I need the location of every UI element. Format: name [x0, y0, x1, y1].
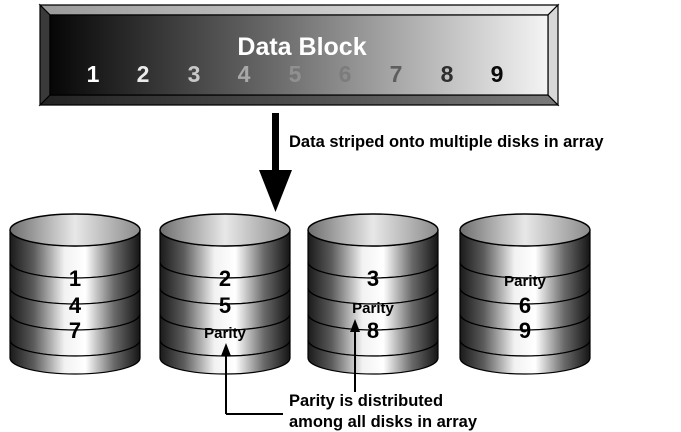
disk-block-label: 3 — [367, 266, 379, 291]
data-block-bevel-bottom — [38, 94, 560, 106]
arrow-up-icon — [350, 319, 360, 332]
data-block-number-9: 9 — [491, 61, 504, 87]
disk-block-label: 6 — [519, 293, 531, 318]
data-block: Data Block 1 2 3 4 5 6 7 8 9 — [38, 3, 560, 107]
disk-4: Parity 69 — [459, 213, 591, 375]
disk-block-label: 9 — [519, 318, 531, 343]
disk-block-label: 4 — [69, 293, 82, 318]
parity-note-line1: Parity is distributed — [289, 392, 443, 410]
parity-callout — [221, 319, 360, 415]
disk-top — [459, 213, 591, 247]
data-block-number-2: 2 — [137, 61, 150, 87]
disk-1: 147 — [9, 213, 141, 375]
disk-block-label: 5 — [219, 293, 231, 318]
data-block-number-3: 3 — [188, 61, 201, 87]
data-block-face — [49, 14, 549, 96]
data-block-numbers: 1 2 3 4 5 6 7 8 9 — [87, 61, 504, 87]
disk-band — [9, 339, 141, 375]
arrow-down-icon — [259, 170, 292, 212]
disk-block-label: 7 — [69, 318, 81, 343]
data-block-bevel-top — [38, 4, 560, 16]
disk-block-label: 2 — [219, 266, 231, 291]
data-block-number-7: 7 — [390, 61, 403, 87]
disk-band — [307, 339, 439, 375]
disk-block-label: 8 — [367, 318, 379, 343]
disk-parity-label: Parity — [352, 300, 394, 317]
arrow-up-icon — [221, 343, 231, 356]
disk-parity-label: Parity — [204, 325, 246, 342]
disk-top — [307, 213, 439, 247]
data-block-number-1: 1 — [87, 61, 100, 87]
disk-block-label: 1 — [69, 266, 81, 291]
data-block-title: Data Block — [237, 33, 366, 61]
data-block-number-4: 4 — [238, 61, 251, 87]
data-block-number-8: 8 — [441, 61, 454, 87]
data-block-bevel-right — [547, 3, 559, 107]
parity-note-line2: among all disks in array — [289, 413, 478, 431]
striping-arrow — [259, 113, 292, 212]
disk-top — [9, 213, 141, 247]
disk-band — [459, 339, 591, 375]
arrow-shaft — [272, 113, 279, 175]
striping-label: Data striped onto multiple disks in arra… — [289, 133, 604, 151]
disk-parity-label: Parity — [504, 273, 546, 290]
data-block-bevel-left — [39, 3, 51, 107]
data-block-number-5: 5 — [289, 61, 302, 87]
disk-top — [159, 213, 291, 247]
data-block-number-6: 6 — [339, 61, 352, 87]
